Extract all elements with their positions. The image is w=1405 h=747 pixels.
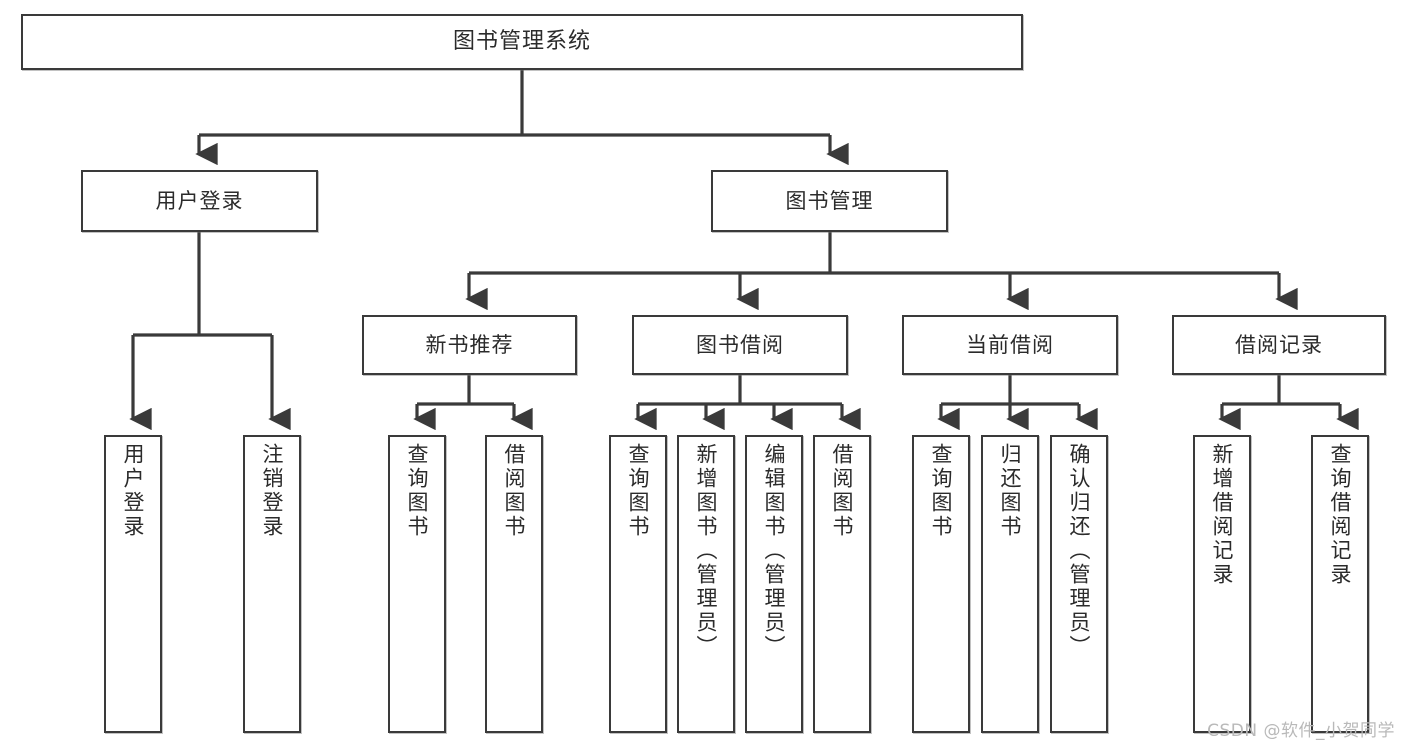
- node-book-manage-label: 图书管理: [785, 188, 874, 213]
- node-borrow-record-label: 借阅记录: [1235, 332, 1323, 357]
- node-leaf-user-login-label: 用户登录: [121, 443, 146, 539]
- node-leaf-query-record[interactable]: 查询借阅记录: [1311, 435, 1369, 733]
- node-leaf-query-book-2-label: 查询图书: [626, 443, 651, 539]
- node-leaf-logout[interactable]: 注销登录: [243, 435, 301, 733]
- node-root-label: 图书管理系统: [452, 29, 591, 55]
- node-leaf-borrow-book-2[interactable]: 借阅图书: [813, 435, 871, 733]
- node-leaf-user-login[interactable]: 用户登录: [104, 435, 162, 733]
- node-leaf-add-book[interactable]: 新增图书（管理员）: [677, 435, 735, 733]
- node-leaf-query-record-label: 查询借阅记录: [1328, 443, 1353, 587]
- node-leaf-add-record[interactable]: 新增借阅记录: [1193, 435, 1251, 733]
- node-leaf-return-book[interactable]: 归还图书: [981, 435, 1039, 733]
- node-leaf-add-book-label: 新增图书（管理员）: [694, 443, 719, 659]
- node-leaf-confirm-return[interactable]: 确认归还（管理员）: [1050, 435, 1108, 733]
- node-user-login[interactable]: 用户登录: [81, 170, 318, 232]
- node-leaf-borrow-book-1-label: 借阅图书: [502, 443, 527, 539]
- node-new-book-recommend[interactable]: 新书推荐: [362, 315, 577, 375]
- node-current-borrow[interactable]: 当前借阅: [902, 315, 1118, 375]
- node-book-manage[interactable]: 图书管理: [711, 170, 948, 232]
- node-leaf-add-record-label: 新增借阅记录: [1210, 443, 1235, 587]
- node-current-borrow-label: 当前借阅: [966, 332, 1054, 357]
- node-leaf-query-book-1[interactable]: 查询图书: [388, 435, 446, 733]
- node-leaf-query-book-3[interactable]: 查询图书: [912, 435, 970, 733]
- node-leaf-borrow-book-1[interactable]: 借阅图书: [485, 435, 543, 733]
- node-user-login-label: 用户登录: [155, 188, 244, 213]
- node-leaf-confirm-return-label: 确认归还（管理员）: [1067, 443, 1092, 659]
- node-borrow-record[interactable]: 借阅记录: [1172, 315, 1386, 375]
- node-leaf-return-book-label: 归还图书: [998, 443, 1023, 539]
- node-leaf-query-book-1-label: 查询图书: [405, 443, 430, 539]
- node-leaf-edit-book-label: 编辑图书（管理员）: [762, 443, 787, 659]
- node-leaf-query-book-2[interactable]: 查询图书: [609, 435, 667, 733]
- node-book-borrow[interactable]: 图书借阅: [632, 315, 848, 375]
- node-leaf-logout-label: 注销登录: [260, 443, 285, 539]
- node-root[interactable]: 图书管理系统: [21, 14, 1023, 70]
- node-leaf-borrow-book-2-label: 借阅图书: [830, 443, 855, 539]
- node-leaf-query-book-3-label: 查询图书: [929, 443, 954, 539]
- node-leaf-edit-book[interactable]: 编辑图书（管理员）: [745, 435, 803, 733]
- watermark-text: CSDN @软件_小贺同学: [1207, 721, 1395, 741]
- node-new-book-recommend-label: 新书推荐: [425, 332, 514, 357]
- node-book-borrow-label: 图书借阅: [696, 332, 784, 357]
